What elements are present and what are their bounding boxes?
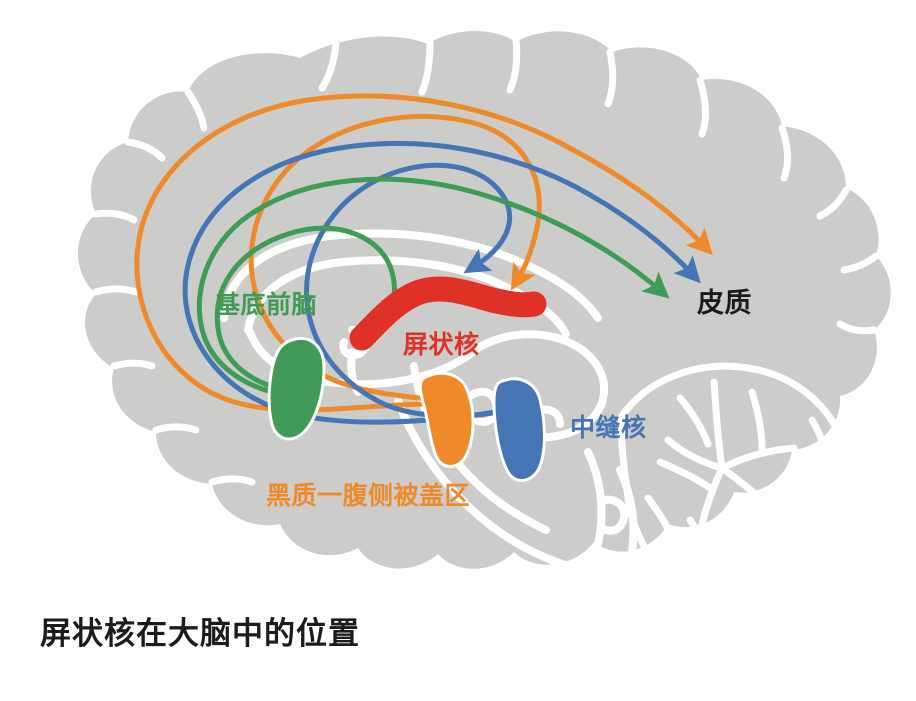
- cortical-gyri-clefts: [92, 36, 880, 486]
- label-cortex: 皮质: [697, 288, 752, 318]
- label-raphe-nuclei: 中缝核: [570, 414, 647, 442]
- cerebellum-border: [617, 362, 855, 611]
- corpus-callosum-outer: [220, 229, 602, 322]
- medulla-outline: [568, 448, 606, 594]
- pathway-basal-forebrain-to-claustrum: [214, 225, 405, 395]
- structure-raphe-nuclei[interactable]: [492, 377, 546, 482]
- brainstem-border-2: [394, 396, 588, 574]
- pathway-raphe-to-cortex: [182, 141, 701, 425]
- figure-caption: 屏状核在大脑中的位置: [40, 616, 360, 651]
- structure-claustrum[interactable]: [349, 276, 547, 351]
- nuclei-group: [267, 276, 547, 482]
- label-claustrum: 屏状核: [403, 331, 480, 359]
- structure-basal-forebrain[interactable]: [267, 337, 326, 441]
- medulla-detail: [598, 495, 629, 535]
- structure-substantia-nigra-vta[interactable]: [418, 371, 475, 468]
- pathway-sn-vta-to-cortex: [134, 93, 713, 413]
- label-substantia-nigra-vta: 黑质一腹侧被盖区: [266, 482, 471, 510]
- thalamus-outline: [474, 330, 609, 442]
- cerebellum-outline: [617, 362, 855, 611]
- pathway-basal-forebrain-to-cortex: [196, 176, 670, 399]
- label-basal-forebrain: 基底前脑: [215, 291, 318, 319]
